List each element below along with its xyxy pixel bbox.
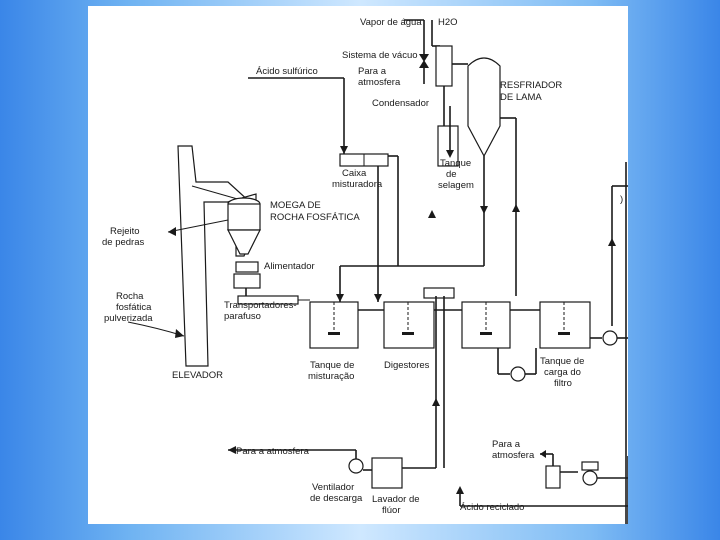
label-elevador: ELEVADOR [172, 370, 223, 381]
label-acido-reciclado: Ácido reciclado [460, 502, 524, 513]
process-flow-diagram: ) Vapor de água H2O Sistema de vácuo Áci… [102, 17, 628, 524]
label-caixa: Caixa [342, 168, 367, 179]
mixing-box [339, 153, 389, 167]
digester-tank [383, 301, 435, 349]
label-rocha-fosfatica: ROCHA FOSFÁTICA [270, 212, 360, 223]
fluor-washer [371, 457, 403, 489]
label-misturacao: misturação [308, 371, 354, 382]
mixing-tank [309, 301, 359, 349]
filter-pump [590, 330, 628, 346]
label-para-a-atmosfera: Para a atmosfera [236, 446, 310, 457]
label-para-a-2: Para a [492, 439, 521, 450]
label-resfriador: RESFRIADOR [500, 80, 562, 91]
label-filtro: filtro [554, 378, 572, 389]
discharge-fan [228, 446, 372, 474]
label-parafuso: parafuso [224, 311, 261, 322]
label-rejeito: Rejeito [110, 226, 140, 237]
label-misturadora: misturadora [332, 179, 383, 190]
label-lavador: Lavador de [372, 494, 420, 505]
label-fluor: flúor [382, 505, 400, 516]
label-sistema-vacuo: Sistema de vácuo [342, 50, 418, 61]
label-carga-do: carga do [544, 367, 581, 378]
label-tanque: Tanque [440, 158, 471, 169]
label-de-lama: DE LAMA [500, 92, 542, 103]
condenser [435, 45, 453, 87]
filter-feed-tank [539, 301, 591, 349]
stone-reject-arrow [167, 219, 229, 233]
label-de-pedras: de pedras [102, 237, 145, 248]
vent-equipment [540, 450, 628, 524]
label-atmosfera-2: atmosfera [492, 450, 535, 461]
label-tanque-de: Tanque de [310, 360, 354, 371]
digester-tank-2 [461, 301, 511, 349]
svg-text:): ) [620, 194, 623, 205]
label-h2o: H2O [438, 17, 458, 28]
label-moega: MOEGA DE [270, 200, 321, 211]
digester-pump [497, 348, 537, 382]
label-condensador: Condensador [372, 98, 429, 109]
label-ventilador: Ventilador [312, 482, 354, 493]
label-rocha: Rocha [116, 291, 144, 302]
label-de-descarga: de descarga [310, 493, 363, 504]
label-digestores: Digestores [384, 360, 430, 371]
sealing-tank [437, 125, 459, 167]
label-atmosfera: atmosfera [358, 77, 401, 88]
label-fosfatica: fosfática [116, 302, 152, 313]
label-alimentador: Alimentador [264, 261, 315, 272]
label-de: de [446, 169, 457, 180]
rock-hopper [227, 193, 261, 302]
diagram-sheet: ) Vapor de água H2O Sistema de vácuo Áci… [88, 6, 628, 524]
label-para-a: Para a [358, 66, 387, 77]
label-pulverizada: pulverizada [104, 313, 153, 324]
label-tanque-carga: Tanque de [540, 356, 584, 367]
label-selagem: selagem [438, 180, 474, 191]
label-vapor-agua: Vapor de água [360, 17, 422, 28]
label-transportadores: Transportadores- [224, 300, 297, 311]
label-acido-sulfurico: Ácido sulfúrico [256, 66, 318, 77]
slurry-cooler [467, 57, 501, 266]
